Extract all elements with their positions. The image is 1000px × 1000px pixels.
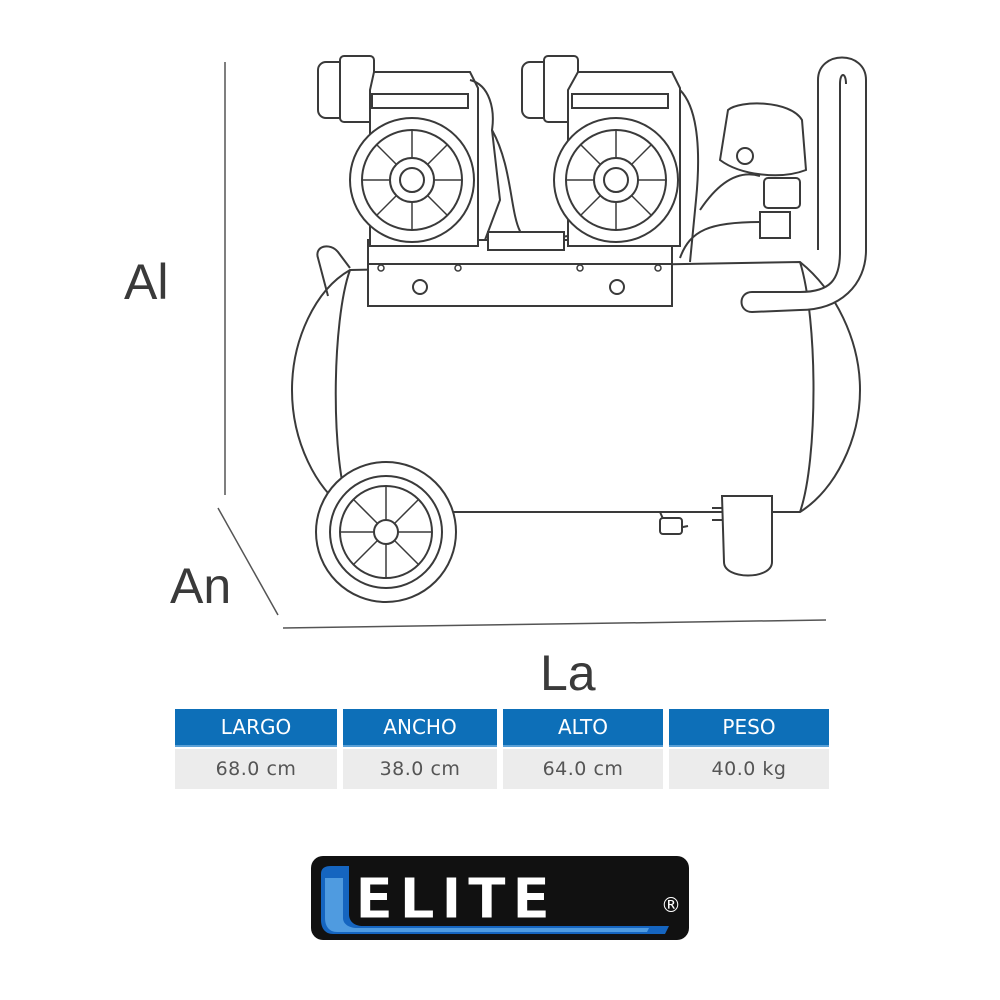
spec-table: LARGO ANCHO ALTO PESO 68.0 cm 38.0 cm 64… xyxy=(175,709,829,789)
spec-header-alto: ALTO xyxy=(503,709,663,747)
lift-hook xyxy=(316,245,351,297)
elite-logo: ELITE ® xyxy=(309,854,691,948)
wheel xyxy=(315,461,457,603)
spec-value-largo: 68.0 cm xyxy=(175,749,337,789)
pressure-switch xyxy=(679,102,808,259)
spec-value-peso: 40.0 kg xyxy=(669,749,829,789)
tank xyxy=(290,260,862,513)
width-label: An xyxy=(170,558,232,614)
registered-mark: ® xyxy=(661,893,681,917)
spec-header-ancho: ANCHO xyxy=(343,709,497,747)
compressor-drawing xyxy=(217,55,867,629)
spec-value-ancho: 38.0 cm xyxy=(343,749,497,789)
spec-value-alto: 64.0 cm xyxy=(503,749,663,789)
spec-header-largo: LARGO xyxy=(175,709,337,747)
dimension-lines xyxy=(217,62,827,629)
height-label: Al xyxy=(124,254,169,310)
drain-valve xyxy=(659,511,689,535)
spec-header-peso: PESO xyxy=(669,709,829,747)
motor-base xyxy=(367,239,673,307)
length-label: La xyxy=(540,645,596,701)
logo-text: ELITE xyxy=(355,867,556,932)
motor-left xyxy=(317,55,502,247)
handle-bar xyxy=(740,56,867,314)
motor-right xyxy=(521,55,700,263)
rubber-foot xyxy=(720,495,773,577)
